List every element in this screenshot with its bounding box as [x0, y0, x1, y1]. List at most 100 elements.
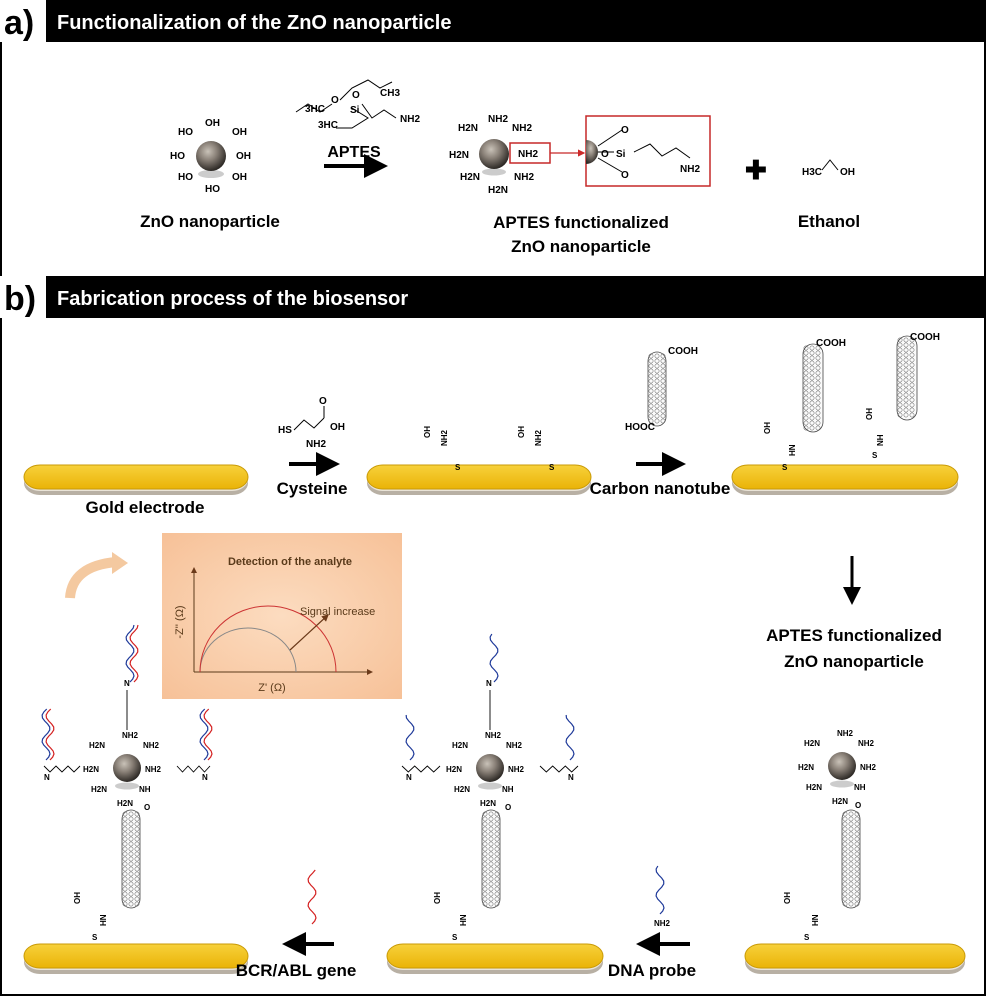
- dna-strand: [45, 708, 55, 761]
- nanotube-cell: [660, 353, 666, 359]
- cnt-grafted-electrode: [802, 335, 918, 433]
- nanotube-cell: [848, 901, 854, 907]
- nanotube-cell: [482, 886, 488, 892]
- nanotube-cell: [128, 821, 134, 827]
- inset-annotation: Signal increase: [300, 606, 375, 618]
- nanotube-cell: [488, 836, 494, 842]
- nanotube-cell: [488, 896, 494, 902]
- oh-label: OH: [865, 408, 874, 420]
- nanotube-cell: [854, 841, 860, 847]
- nanotube-cell: [854, 881, 860, 887]
- nanotube-cell: [128, 886, 134, 892]
- nanotube-cell: [848, 861, 854, 867]
- oh-label: OH: [205, 118, 220, 129]
- nanotube-cell: [654, 368, 660, 374]
- nanotube-cell: [488, 856, 494, 862]
- inset-background: [162, 533, 402, 699]
- nanotube-cell: [815, 375, 821, 381]
- nanotube-cell: [482, 816, 488, 822]
- nanotube-cell: [815, 350, 821, 356]
- n-label: N: [486, 679, 492, 688]
- carbon-nanotube-caption: Carbon nanotube: [590, 479, 731, 498]
- s-label: S: [549, 463, 555, 472]
- h3c-label: H3C: [802, 167, 822, 178]
- nanotube-cell: [660, 393, 666, 399]
- o-label: O: [144, 803, 150, 812]
- nh2-label: NH2: [122, 731, 139, 740]
- dna-strand: [41, 708, 51, 761]
- nanotube-cell: [909, 387, 915, 393]
- electrode-surface: [386, 943, 604, 969]
- o-label: O: [855, 801, 861, 810]
- cysteine-structure: HS O OH NH2: [278, 396, 345, 450]
- nanotube-cell: [134, 826, 140, 832]
- nanotube-cell: [488, 891, 494, 897]
- nanotube-cell: [909, 382, 915, 388]
- nanotube-cell: [809, 390, 815, 396]
- nanotube-cell: [654, 373, 660, 379]
- nanotube-cell: [842, 821, 848, 827]
- nanotube-cell: [842, 856, 848, 862]
- nanotube-cell: [897, 362, 903, 368]
- o-label: O: [319, 396, 327, 407]
- nanotube-cell: [660, 358, 666, 364]
- cooh-label: COOH: [910, 332, 940, 343]
- electrode-surface: [744, 943, 966, 969]
- nanotube-cell: [134, 886, 140, 892]
- product-caption-line1: APTES functionalized: [493, 213, 669, 232]
- nanotube-cell: [122, 841, 128, 847]
- nanotube-cell: [842, 871, 848, 877]
- nanotube-cell: [654, 358, 660, 364]
- nanotube-cell: [494, 841, 500, 847]
- nanotube-cell: [848, 821, 854, 827]
- nanotube-cell: [134, 856, 140, 862]
- oh-label: OH: [517, 426, 526, 438]
- nh2-label: NH2: [440, 429, 449, 446]
- nanotube-cell: [122, 856, 128, 862]
- nanotube-cell: [848, 896, 854, 902]
- nanotube-cell: [903, 392, 909, 398]
- cooh-label: COOH: [816, 338, 846, 349]
- o-label: O: [505, 803, 511, 812]
- nanotube-cell: [494, 881, 500, 887]
- h2n-label: H2N: [798, 763, 814, 772]
- nanotube-cell: [897, 382, 903, 388]
- nanotube-cell: [854, 836, 860, 842]
- nanotube-cell: [854, 866, 860, 872]
- zoom-silane: O Si O O NH2: [597, 125, 700, 181]
- glutaraldehyde-linker: [539, 765, 579, 773]
- nanotube-cell: [909, 362, 915, 368]
- nanotube-cell: [809, 345, 815, 351]
- nanotube-cell: [648, 393, 654, 399]
- electrode-surface: [731, 464, 959, 490]
- nh-label: NH: [139, 785, 151, 794]
- nanotube-cell: [488, 816, 494, 822]
- nanotube-cell: [648, 383, 654, 389]
- nanotube-cell: [848, 866, 854, 872]
- nanotube-cell: [903, 402, 909, 408]
- product-caption-line2: ZnO nanoparticle: [511, 237, 651, 256]
- s-label: S: [782, 463, 788, 472]
- aptes-structure: O O Si CH3 3HC 3HC NH2: [295, 79, 420, 131]
- dna-strand: [199, 708, 209, 761]
- zno-sphere-icon: [476, 754, 504, 782]
- nanotube-cell: [134, 821, 140, 827]
- nanotube-cell: [803, 410, 809, 416]
- nanotube-cell: [654, 413, 660, 419]
- nanotube-cell: [660, 403, 666, 409]
- panel-b-label: b): [4, 280, 36, 318]
- nanotube-cell: [803, 390, 809, 396]
- zno-sphere-icon: [113, 754, 141, 782]
- oh-label: OH: [330, 422, 345, 433]
- nanotube-cell: [803, 420, 809, 426]
- h2n-label: H2N: [804, 739, 820, 748]
- s-label: S: [872, 451, 878, 460]
- nanotube-cell: [494, 851, 500, 857]
- inset-xlabel: Z' (Ω): [258, 682, 285, 694]
- nanotube-cell: [903, 337, 909, 343]
- nanotube-cell: [488, 826, 494, 832]
- nanotube-cell: [648, 418, 654, 424]
- h2n-label: H2N: [806, 783, 822, 792]
- nanotube-cell: [482, 861, 488, 867]
- nanotube-cell: [128, 826, 134, 832]
